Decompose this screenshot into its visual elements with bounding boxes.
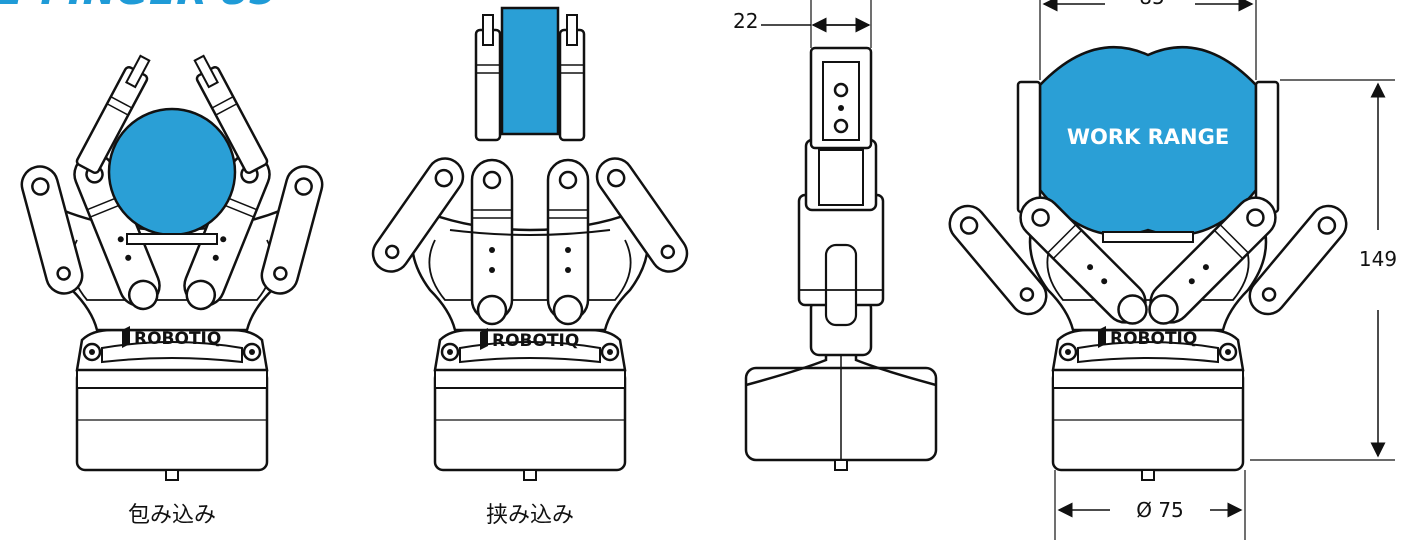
robotiq-logo: ROBOTIQ: [480, 328, 579, 351]
gripper-work-range: WORK RANGE ROBOTIQ: [941, 45, 1355, 482]
robotiq-logo: ROBOTIQ: [1098, 326, 1197, 349]
svg-text:ROBOTIQ: ROBOTIQ: [492, 331, 579, 351]
gripper-parallel: ROBOTIQ: [364, 6, 696, 482]
dimension-height: 149: [1250, 79, 1397, 461]
svg-text:Ø 75: Ø 75: [1136, 498, 1184, 522]
dimension-base-diameter: Ø 75: [1054, 470, 1246, 540]
caption-encompassing: 包み込み: [128, 503, 216, 528]
gripper-encompassing: ROBOTIQ: [16, 51, 328, 482]
svg-text:85: 85: [1139, 0, 1164, 9]
svg-text:149: 149: [1359, 247, 1397, 271]
work-range-label: WORK RANGE: [1067, 125, 1229, 149]
robotiq-logo: ROBOTIQ: [122, 326, 221, 349]
page-title: 2-FINGER 85: [0, 0, 277, 14]
grasped-object: [107, 107, 237, 237]
dimension-opening: 85: [1039, 0, 1257, 80]
svg-text:ROBOTIQ: ROBOTIQ: [1110, 329, 1197, 349]
caption-parallel: 挟み込み: [486, 503, 574, 528]
dimension-finger-width: 22: [733, 9, 758, 33]
grasped-object: [500, 6, 560, 136]
gripper-side-view: [744, 0, 938, 471]
svg-text:ROBOTIQ: ROBOTIQ: [134, 329, 221, 349]
